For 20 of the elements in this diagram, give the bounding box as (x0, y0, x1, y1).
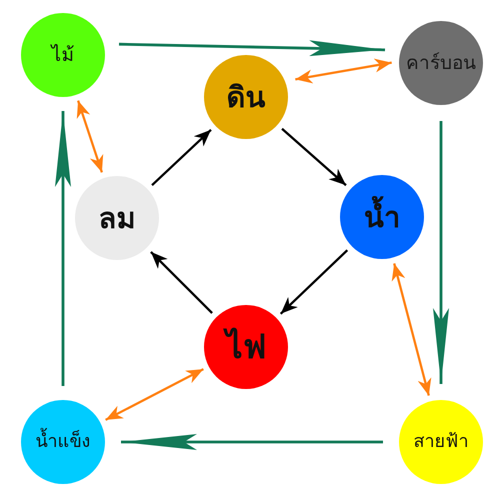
circle-node: สายฟ้า (399, 400, 483, 484)
circle-node: ดิน (204, 55, 288, 139)
arrow (280, 249, 348, 315)
circle-node: คาร์บอน (399, 21, 483, 105)
arrow (118, 40, 386, 56)
double-headed-arrow (392, 263, 432, 396)
arrow (151, 128, 212, 186)
double-headed-arrow (105, 368, 204, 421)
arrow (55, 111, 71, 386)
double-headed-arrow (76, 100, 104, 173)
arrow (150, 251, 213, 314)
arrow (433, 121, 449, 384)
circle-node: น้ำ (340, 175, 424, 259)
arrow (281, 128, 347, 186)
arrow (121, 434, 383, 450)
circle-node: น้ำแข็ง (21, 400, 105, 484)
circle-node: ไฟ (204, 305, 288, 389)
circle-node: ลม (75, 176, 159, 260)
circle-node: ไม้ (21, 13, 105, 97)
double-headed-arrow (295, 58, 392, 84)
